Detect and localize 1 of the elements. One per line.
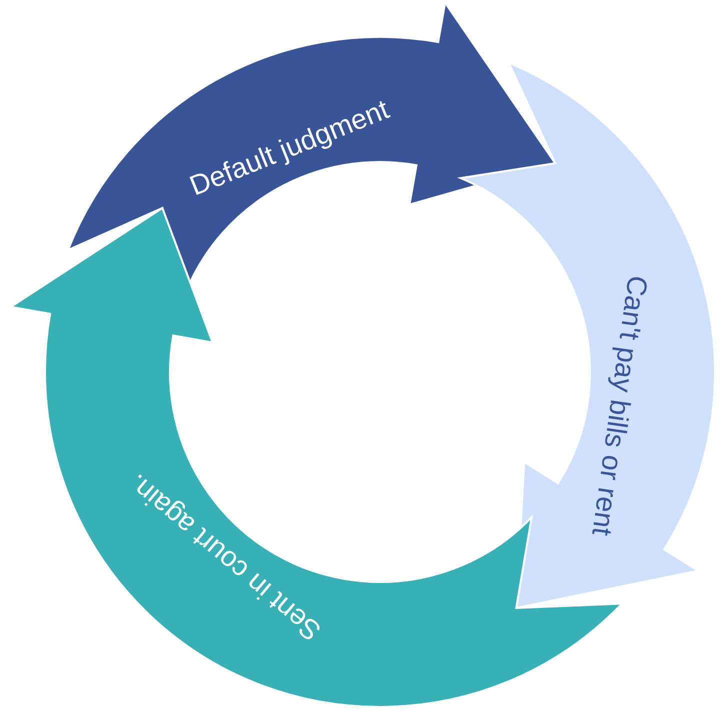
ring-segment: Can't pay bills or rent: [460, 62, 716, 609]
